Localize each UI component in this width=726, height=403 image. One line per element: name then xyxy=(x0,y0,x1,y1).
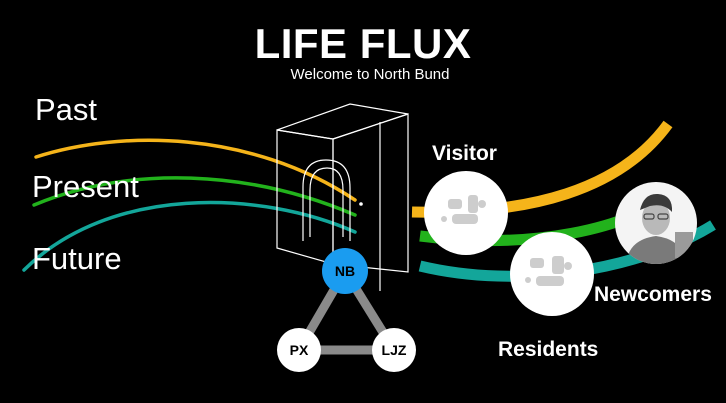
present-stream xyxy=(32,176,357,217)
page-subtitle: Welcome to North Bund xyxy=(290,66,450,83)
newcomer-photo xyxy=(615,182,697,264)
future-stream xyxy=(22,200,357,272)
visitor-photo xyxy=(424,171,508,255)
residents-label: Residents xyxy=(498,338,599,361)
node-ljz-label: LJZ xyxy=(382,342,407,358)
node-nb[interactable]: NB xyxy=(322,248,368,294)
node-ljz[interactable]: LJZ xyxy=(372,328,416,372)
node-px-label: PX xyxy=(290,342,309,358)
visitor-label: Visitor xyxy=(432,142,497,165)
node-px[interactable]: PX xyxy=(277,328,321,372)
time-label-future: Future xyxy=(32,241,122,276)
gate-point xyxy=(359,202,363,206)
page-title: LIFE FLUX xyxy=(254,20,472,67)
node-nb-label: NB xyxy=(335,263,355,279)
time-label-past: Past xyxy=(35,92,98,127)
time-label-present: Present xyxy=(32,169,139,204)
resident-photo xyxy=(510,232,594,316)
newcomers-label: Newcomers xyxy=(594,283,712,306)
gate-icon xyxy=(276,103,409,291)
